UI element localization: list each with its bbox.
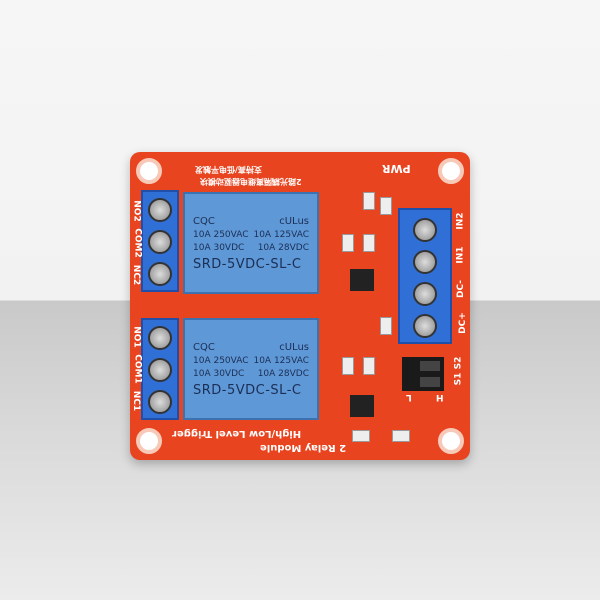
input-label-dc-plus: DC+	[457, 312, 468, 334]
relay-model: SRD-5VDC-SL-C	[193, 383, 302, 398]
input-label-in1: IN1	[455, 246, 466, 264]
cqc-logo: CQC	[193, 216, 215, 227]
led	[352, 430, 370, 442]
led	[392, 430, 410, 442]
jumper-label-l: L	[406, 392, 412, 402]
jumper-label-h: H	[436, 392, 444, 402]
jumper-label-s2: S2	[453, 356, 464, 370]
chinese-label-0: 2路光耦隔离继电器驱动模块	[200, 177, 302, 186]
ul-logo: cULus	[279, 216, 309, 227]
resistor	[363, 357, 375, 375]
mounting-hole	[438, 158, 464, 184]
rating: 10A 125VAC	[253, 230, 309, 240]
terminal-label: NO2	[131, 200, 142, 222]
mounting-hole	[438, 428, 464, 454]
ul-logo: cULus	[279, 342, 309, 353]
resistor	[380, 197, 392, 215]
relay-1: CQC cULus 10A 250VAC 10A 125VAC 10A 30VDC 1…	[183, 192, 319, 294]
relay-module-board: 支持高/低电平触发 2路光耦隔离继电器驱动模块 PWR CQC cULus 10A…	[130, 152, 470, 460]
module-subtitle: High/Low Level Trigger	[172, 428, 302, 439]
terminal-label: COM2	[132, 228, 143, 258]
pwr-label: PWR	[382, 162, 411, 175]
rating: 10A 28VDC	[257, 369, 309, 379]
terminal-label: NC1	[131, 390, 142, 412]
optocoupler	[350, 395, 374, 417]
jumper-cap[interactable]	[420, 377, 440, 387]
terminal-label: COM1	[132, 354, 143, 384]
rating: 10A 250VAC	[193, 230, 249, 240]
rating: 10A 28VDC	[257, 243, 309, 253]
mounting-hole	[136, 428, 162, 454]
input-terminal-block	[398, 208, 452, 344]
rating: 10A 30VDC	[193, 369, 245, 379]
resistor	[342, 357, 354, 375]
terminal-label: NC2	[131, 264, 142, 286]
relay-2: CQC cULus 10A 250VAC 10A 125VAC 10A 30VDC 1…	[183, 318, 319, 420]
relay-terminal-block	[141, 318, 179, 420]
rating: 10A 125VAC	[253, 356, 309, 366]
rating: 10A 250VAC	[193, 356, 249, 366]
relay-model: SRD-5VDC-SL-C	[193, 257, 302, 272]
jumper-cap[interactable]	[420, 361, 440, 371]
resistor	[342, 234, 354, 252]
cqc-logo: CQC	[193, 342, 215, 353]
rating: 10A 30VDC	[193, 243, 245, 253]
jumper-label-s1: S1	[453, 372, 464, 386]
terminal-label: NO1	[131, 326, 142, 348]
resistor	[363, 192, 375, 210]
trigger-jumper-header[interactable]	[402, 357, 444, 391]
module-title: 2 Relay Module	[260, 442, 347, 453]
mounting-hole	[136, 158, 162, 184]
optocoupler	[350, 269, 374, 291]
input-label-in2: IN2	[455, 212, 466, 230]
relay-terminal-block	[141, 190, 179, 292]
input-label-dc-minus: DC-	[456, 279, 467, 299]
chinese-label-1: 支持高/低电平触发	[195, 165, 262, 174]
resistor	[363, 234, 375, 252]
resistor	[380, 317, 392, 335]
